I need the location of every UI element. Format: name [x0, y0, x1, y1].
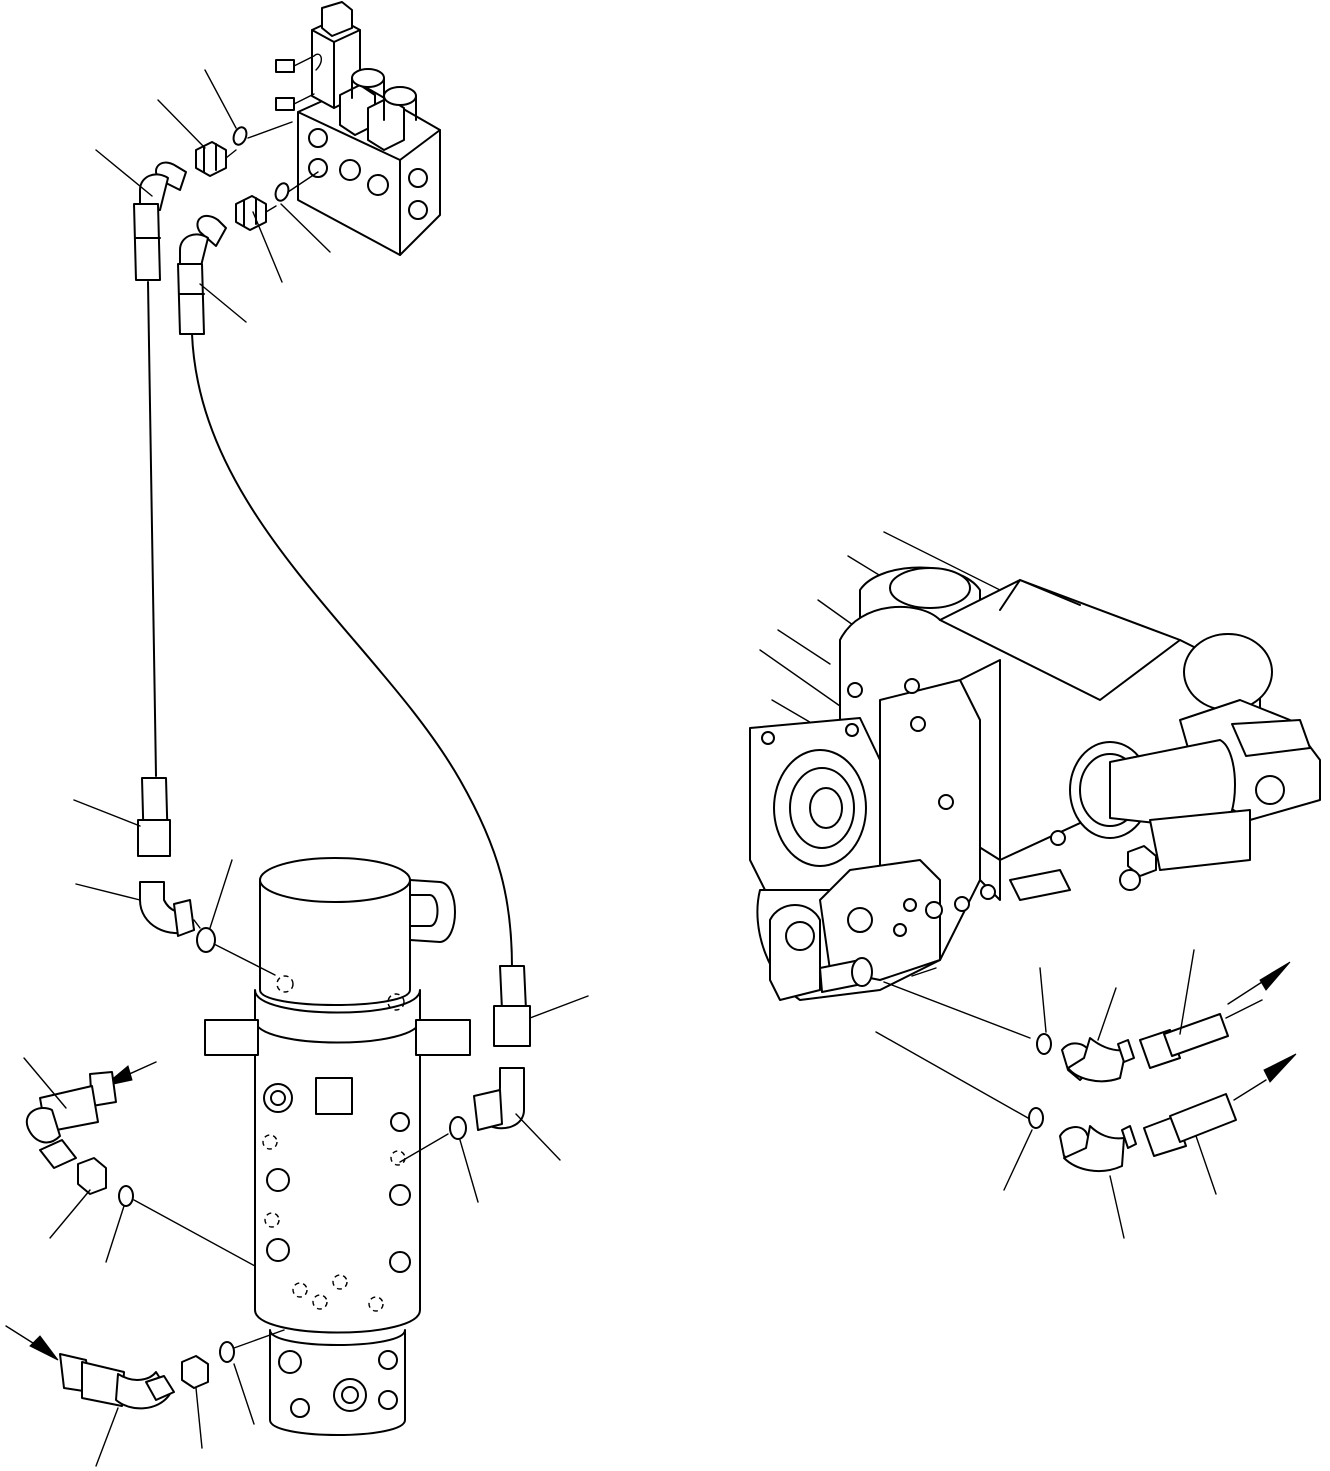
swivel-fittings-right [399, 965, 531, 1163]
motor-fittings-lower [1003, 1053, 1297, 1239]
swivel-fittings-left-middle [25, 1061, 256, 1267]
swivel-fittings-bottom [5, 1325, 285, 1410]
hoses [147, 281, 513, 969]
swivel-joint [204, 857, 471, 1436]
solenoid-valve-block [275, 1, 441, 256]
motor-fittings-upper [1036, 949, 1291, 1083]
leader-lines-swivel [23, 799, 589, 1467]
valve-fittings-upper [133, 121, 319, 335]
leader-lines-top [95, 69, 331, 323]
travel-motor-assembly [749, 531, 1321, 1119]
swivel-fittings-upper-left [137, 777, 276, 976]
